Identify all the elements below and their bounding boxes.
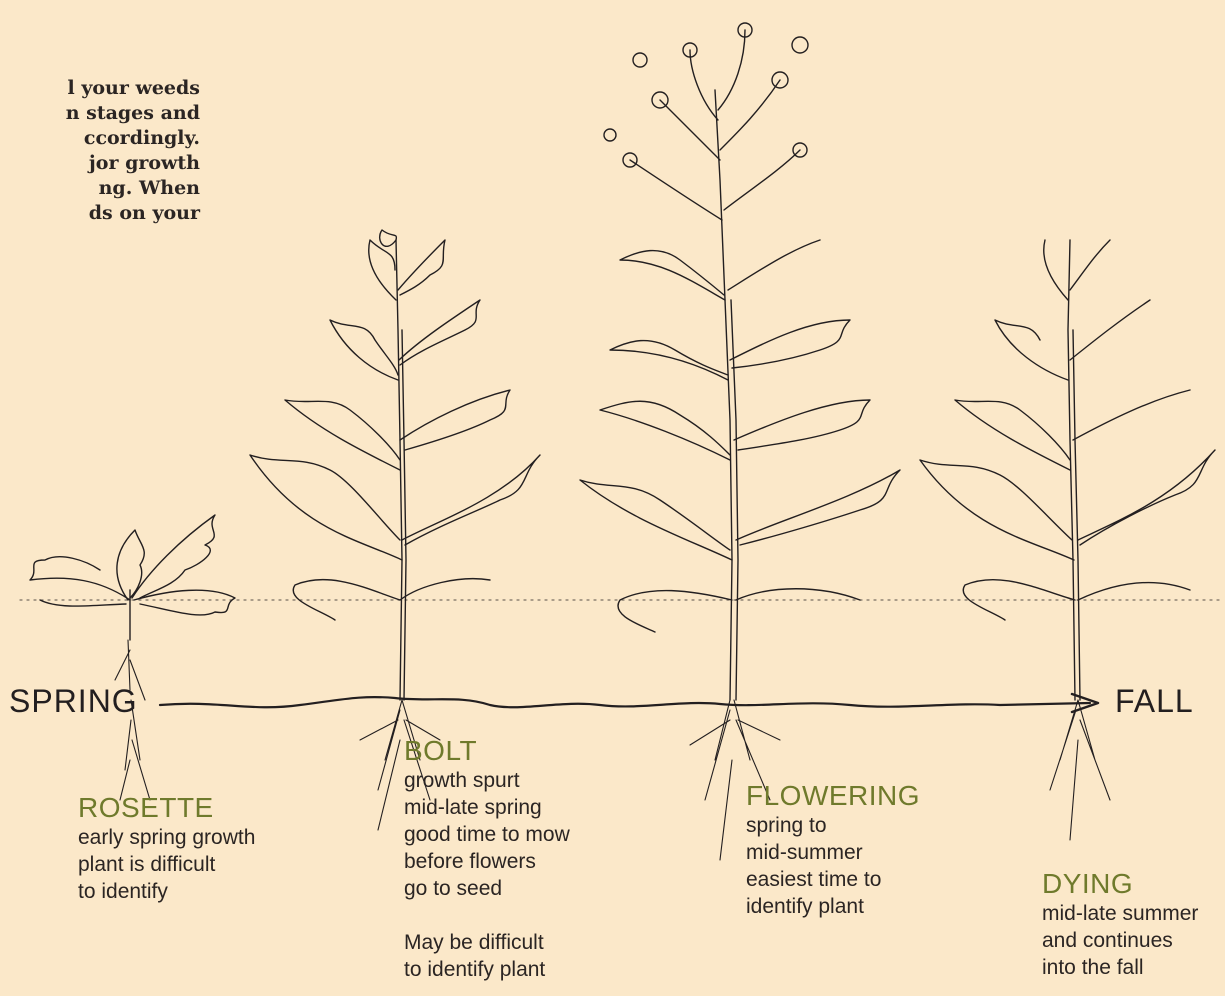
intro-line: ds on your [0,201,200,226]
stage-description-line: growth spurt [404,767,570,794]
stage-bolt: BOLT growth spurt mid-late spring good t… [404,735,570,983]
flowering-plant [580,23,900,860]
dying-plant [920,240,1215,840]
stage-description-line: mid-late summer [1042,900,1198,927]
intro-line: jor growth [0,151,200,176]
stage-description-line: mid-summer [746,839,920,866]
stage-description-line: into the fall [1042,954,1198,981]
stage-description-line: easiest time to [746,866,920,893]
stage-description-line: mid-late spring [404,794,570,821]
stage-description-line: early spring growth [78,824,255,851]
stage-description-line: good time to mow [404,821,570,848]
intro-text: l your weeds n stages and ccordingly. jo… [0,76,200,226]
stage-title: DYING [1042,868,1198,900]
fall-label: FALL [1115,683,1194,720]
stage-description-line: spring to [746,812,920,839]
timeline-arrow [160,697,1090,707]
stage-title: ROSETTE [78,792,255,824]
stage-description-line: plant is difficult [78,851,255,878]
spring-label: SPRING [9,683,138,720]
intro-line: n stages and [0,101,200,126]
stage-rosette: ROSETTE early spring growth plant is dif… [78,792,255,905]
stage-description-line: and continues [1042,927,1198,954]
stage-description-line: go to seed [404,875,570,902]
rosette-plant [30,515,235,800]
stage-dying: DYING mid-late summer and continues into… [1042,868,1198,981]
stage-description-line: identify plant [746,893,920,920]
stage-title: BOLT [404,735,570,767]
stage-flowering: FLOWERING spring to mid-summer easiest t… [746,780,920,920]
stage-description-line: to identify [78,878,255,905]
intro-line: ccordingly. [0,126,200,151]
stage-note-line: May be difficult [404,929,570,956]
stage-note-line: to identify plant [404,956,570,983]
stage-description-line: before flowers [404,848,570,875]
stage-title: FLOWERING [746,780,920,812]
intro-line: l your weeds [0,76,200,101]
intro-line: ng. When [0,176,200,201]
